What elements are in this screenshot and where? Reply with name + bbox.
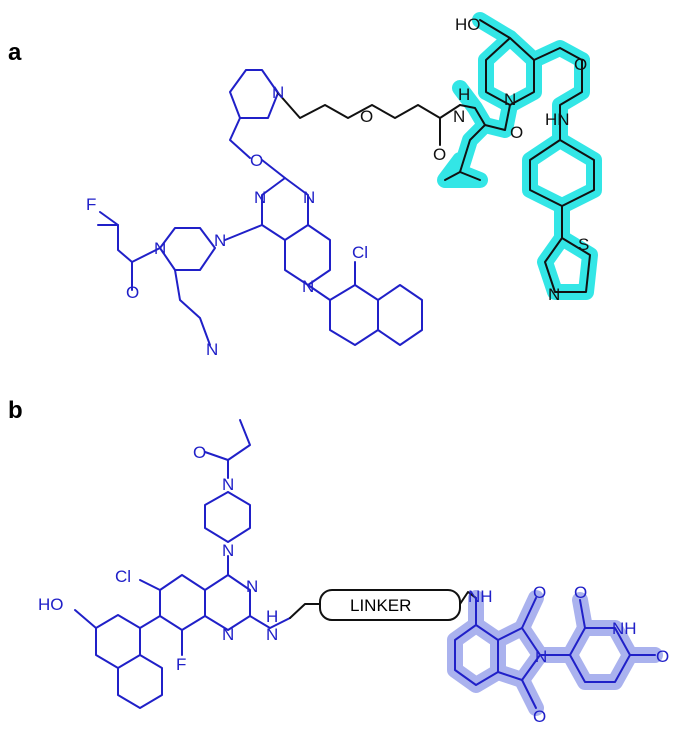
- atom-n-piperazine1: N: [214, 231, 226, 250]
- linker-box: [319, 589, 461, 621]
- atom-nh-glut: NH: [612, 619, 637, 638]
- atom-o-phth-top: O: [533, 583, 546, 602]
- atom-n-nitrile: N: [206, 340, 218, 359]
- atom-n-pip-bot: N: [222, 541, 234, 560]
- panel-label-b: b: [8, 397, 23, 424]
- atom-labels-a: HO N O HN H N O O O S N N O N N N N F O …: [86, 15, 589, 359]
- atom-o-phth-bot: O: [533, 707, 546, 726]
- atom-o-amide1: O: [574, 55, 587, 74]
- atom-o-acryl-a: O: [126, 283, 139, 302]
- atom-f-b: F: [176, 655, 186, 674]
- atom-n-pyr1: N: [254, 188, 266, 207]
- atom-n-tle: N: [453, 107, 465, 126]
- atom-o-glut-right: O: [656, 647, 669, 666]
- atom-cl-b: Cl: [115, 567, 131, 586]
- atom-n-pyr2: N: [303, 188, 315, 207]
- panel-label-a: a: [8, 39, 22, 66]
- atom-h-nh-left: H: [266, 607, 278, 626]
- atom-ho-a: HO: [455, 15, 481, 34]
- atom-n-thiazole: N: [548, 285, 560, 304]
- kras-g12c-warhead-a: [97, 69, 423, 346]
- atom-o-linker-carbonyl: O: [433, 145, 446, 164]
- atom-h-tle: H: [458, 85, 470, 104]
- atom-hn-amide1: HN: [545, 110, 570, 129]
- atom-labels-b: O N N Cl N N HO F H N NH O N O O NH O: [38, 443, 669, 726]
- atom-n-q2: N: [222, 625, 234, 644]
- atom-s-thiazole: S: [578, 235, 589, 254]
- atom-o-pyrimidine-link: O: [250, 151, 263, 170]
- atom-n-pyrrolidine: N: [272, 83, 284, 102]
- atom-n-nh-left: N: [266, 625, 278, 644]
- atom-n-tetrahydro: N: [302, 277, 314, 296]
- atom-ho-b: HO: [38, 595, 64, 614]
- atom-nh-right: NH: [468, 587, 493, 606]
- atom-n-piperazine2: N: [154, 239, 166, 258]
- atom-f: F: [86, 195, 96, 214]
- linker-a: [277, 92, 461, 146]
- kras-g12c-warhead-b: [74, 419, 291, 709]
- crbn-ligand-bonds: [454, 597, 656, 709]
- atom-o-tle: O: [510, 123, 523, 142]
- linker-b: LINKER: [289, 589, 477, 621]
- vhl-ligand-bonds: [444, 19, 595, 293]
- atom-n-pip-top: N: [222, 475, 234, 494]
- vhl-ligand-highlight: [437, 12, 602, 300]
- atom-n-q1: N: [246, 577, 258, 596]
- atom-o-glut-left: O: [574, 583, 587, 602]
- crbn-ligand-highlight: [447, 590, 663, 716]
- linker-label: LINKER: [350, 596, 411, 615]
- atom-n-prolinamide: N: [504, 90, 516, 109]
- atom-cl-a: Cl: [352, 243, 368, 262]
- atom-n-phth: N: [535, 647, 547, 666]
- atom-o-ether: O: [360, 107, 373, 126]
- atom-o-acryl-b: O: [193, 443, 206, 462]
